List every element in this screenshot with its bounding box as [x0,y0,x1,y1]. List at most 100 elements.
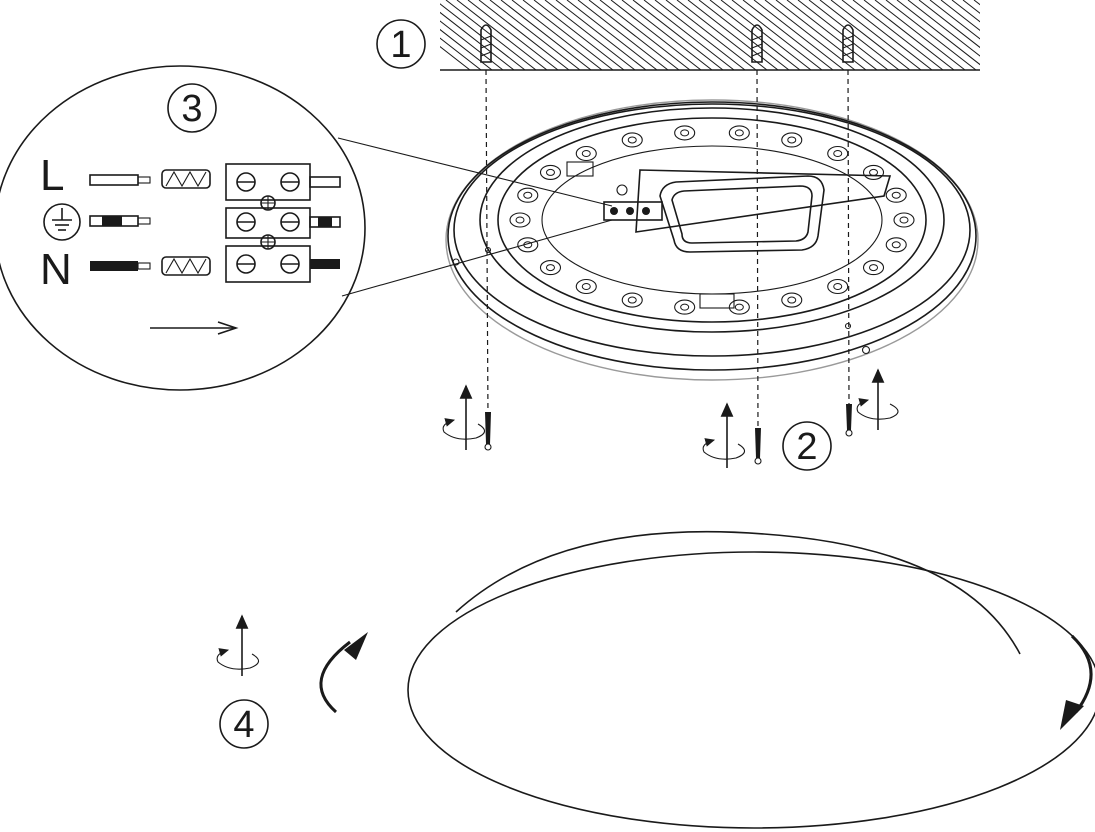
ceiling-hatch-line [720,0,812,70]
ceiling-hatch-line [951,0,980,23]
step-3-number: 3 [181,88,202,130]
ceiling-hatch-line [643,0,735,70]
wall-plug-center [751,24,763,63]
mounting-hole-inner [627,136,637,144]
mounting-hole-inner [523,191,533,199]
mounting-hole [893,212,915,228]
mounting-hole [517,187,539,203]
neutral-label: N [40,245,72,294]
ceiling-hatch-line [610,0,702,70]
guide-line-center [756,69,759,431]
ceiling-hatch-line [467,0,559,70]
mounting-holes [509,125,915,315]
ceiling-hatch-line [863,0,955,70]
wall-plug-left [480,24,492,63]
live-wire [89,169,211,189]
ceiling-hatch-line [440,37,482,70]
mounting-hole [509,212,531,228]
mounting-hole-inner [787,136,797,144]
mounting-hole-inner [869,264,879,272]
mounting-hole [621,132,643,148]
mounting-hole [827,278,849,295]
ceiling-hatch-line [440,20,504,70]
mounting-hole [575,278,597,295]
mounting-hole-inner [833,149,843,157]
mounting-hole-inner [891,191,901,199]
ceiling-hatch-line [819,0,911,70]
mounting-hole-inner [891,241,901,249]
mounting-hole [728,299,750,315]
ceiling-hatch-line [665,0,757,70]
mounting-hole [539,260,562,276]
ceiling-hatch-line [874,0,966,70]
step-4-badge: 4 [219,699,269,749]
ceiling-hatch-line [786,0,878,70]
mounting-hole [674,299,696,315]
ceiling-hatch-line [522,0,614,70]
ceiling-hatch-line [440,46,471,70]
wiring-detail-callout: 3 L N [0,65,613,391]
mounting-hole [781,292,803,308]
ceiling-hatch-line [440,11,515,70]
mounting-hole [728,125,750,141]
ceiling-hatch-line [698,0,790,70]
mounting-hole-inner [734,303,744,311]
ceiling-hatch-line [687,0,779,70]
mounting-hole-inner [581,283,591,291]
ceiling-hatch-line [676,0,768,70]
mounting-hole [539,164,562,180]
ceiling-hatch-line [753,0,845,70]
earth-wire [89,215,151,227]
ceiling-hatch-line [929,0,980,40]
earth-ground-icon [43,203,81,241]
ceiling-hatch-line [654,0,746,70]
mounting-hole [621,292,643,308]
ceiling-hatch-line [478,0,570,70]
ceiling-hatch-line [885,0,977,70]
guide-line-left [485,69,489,419]
ceiling-hatch-line [830,0,922,70]
mounting-hole-inner [899,216,909,224]
ceiling-hatch-line [440,3,526,70]
terminal-block [225,163,341,283]
rotate-arrow-center [702,402,746,468]
mounting-hole-inner [545,264,555,272]
mounting-hole [674,125,696,141]
guide-line-right [847,69,850,405]
ceiling-hatch-line [985,0,1075,70]
ceiling-hatch-line [962,0,980,14]
screw-right [845,404,853,437]
ceiling-hatch-line [896,0,980,66]
rotate-arrow-step4 [216,614,260,676]
mounting-hole [885,237,907,253]
mounting-hole-inner [869,168,879,176]
ceiling-hatch-line [599,0,691,70]
step-2-number: 2 [796,426,817,468]
step-3-badge: 3 [167,83,217,133]
ceiling-hatch-line [632,0,724,70]
mounting-hole [827,145,849,162]
mounting-hole-inner [680,303,690,311]
ceiling-hatch-line [544,0,636,70]
ceiling-hatch-line [852,0,944,70]
screw-left [484,412,492,451]
ceiling-hatch-line [555,0,647,70]
ceiling-hatch-line [588,0,680,70]
live-label: L [40,151,64,200]
plate-terminal-block [603,201,663,221]
mounting-hole-inner [627,296,637,304]
mounting-hole-inner [515,216,525,224]
ceiling-hatch-line [500,0,592,70]
mounting-hole-inner [545,168,555,176]
mounting-hole-inner [581,149,591,157]
diffuser-cover [407,530,1095,829]
step-1-badge: 1 [376,19,426,69]
ceiling-hatch-line [489,0,581,70]
mounting-hole-inner [787,296,797,304]
neutral-wire [90,256,211,276]
mounting-hole [517,237,539,253]
ceiling-hatch-line [511,0,603,70]
ceiling-hatch-line [973,0,980,6]
